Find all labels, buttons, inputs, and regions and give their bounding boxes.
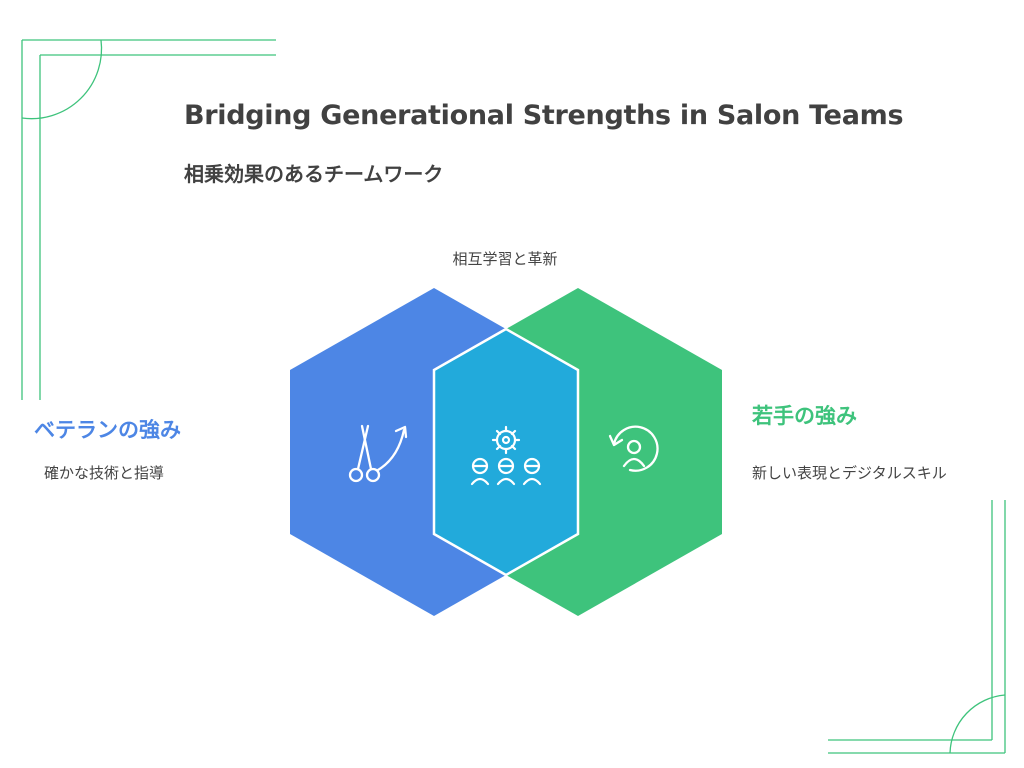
scissors-growth-icon — [348, 424, 408, 483]
corner-decoration-top-left — [21, 39, 276, 400]
right-heading: 若手の強み — [752, 404, 857, 428]
page-subtitle: 相乗効果のあるチームワーク — [184, 162, 444, 186]
team-gear-icon — [470, 425, 542, 486]
left-description: 確かな技術と指導 — [44, 464, 165, 482]
page-title: Bridging Generational Strengths in Salon… — [184, 100, 904, 131]
right-description: 新しい表現とデジタルスキル — [752, 464, 947, 482]
corner-decoration-bottom-right — [828, 500, 1006, 754]
left-heading: ベテランの強み — [34, 418, 181, 442]
refresh-person-icon — [608, 425, 659, 472]
center-label: 相互学習と革新 — [452, 250, 558, 268]
